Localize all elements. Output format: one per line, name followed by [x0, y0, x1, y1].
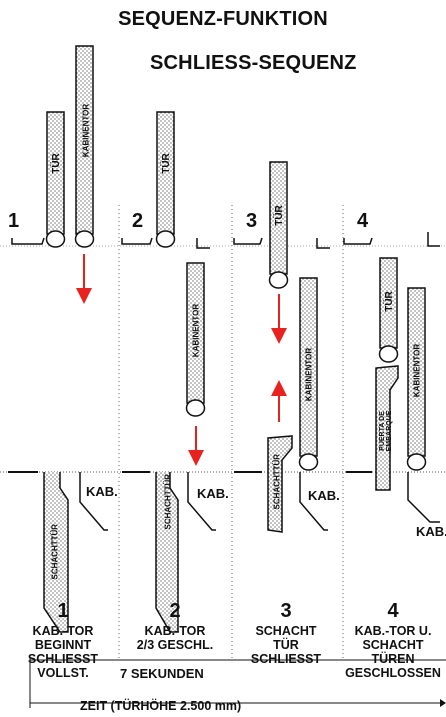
schachttuer-label: SCHACHTTÜR [50, 523, 60, 580]
kab-label: KAB. [308, 488, 340, 503]
kab-sill-icon [187, 472, 216, 531]
step-4-number: 4 [357, 210, 369, 232]
sill-icon [316, 238, 330, 249]
schachttuer-panel [155, 472, 179, 633]
step-1-number: 1 [8, 210, 20, 232]
door-roller-icon [185, 399, 206, 417]
duration-label: 7 SEKUNDEN [120, 666, 204, 681]
door-roller-icon [155, 230, 176, 248]
door-roller-icon [378, 345, 399, 363]
door-roller-icon [268, 271, 289, 289]
step-4-drawing [343, 232, 440, 523]
kabinentor-label: KABINENTOR [304, 347, 314, 402]
sill-icon [427, 232, 440, 247]
sill-icon [343, 237, 373, 245]
schachttuer-label: SCHACHTTÜR [163, 473, 173, 530]
step-3-number: 3 [246, 210, 258, 232]
step-3-drawing [233, 161, 330, 533]
kab-label: KAB. [86, 484, 118, 499]
sill-icon [121, 237, 153, 245]
diagram-title: SEQUENZ-FUNKTION [118, 8, 328, 30]
sill-icon [233, 237, 263, 245]
sill-icon [11, 237, 45, 245]
tuer-label: TÜR [160, 153, 172, 174]
kabinentor-label: KABINENTOR [412, 343, 422, 398]
step-1-drawing [8, 45, 108, 633]
kab-label: KAB. [197, 486, 229, 501]
schachttuer-label: SCHACHTTÜR [272, 453, 282, 510]
kabinentor-label: KABINENTOR [81, 103, 91, 158]
kab-label: KAB. [416, 524, 446, 539]
kab-sill-icon [407, 472, 440, 523]
schachttuer-panel [43, 472, 69, 633]
kabinentor-label: KABINENTOR [191, 303, 201, 358]
step-2-drawing [121, 111, 216, 633]
schachttuer-panel [267, 435, 293, 533]
puerta-label: PUERTA DE EMBARQUE [379, 410, 393, 452]
kab-sill-icon [299, 472, 328, 531]
diagram-subtitle: SCHLIESS-SEQUENZ [150, 52, 357, 74]
tuer-label: TÜR [273, 205, 285, 226]
door-roller-icon [298, 453, 319, 471]
door-roller-icon [45, 230, 66, 248]
door-roller-icon [74, 230, 95, 248]
schachttuer-panel [375, 365, 399, 491]
step-2-number: 2 [132, 210, 144, 232]
sill-icon [196, 238, 210, 249]
door-roller-icon [406, 453, 427, 471]
kab-sill-icon [79, 472, 108, 531]
time-axis-label: ZEIT (TÜRHÖHE 2.500 mm) [80, 699, 242, 713]
tuer-label: TÜR [383, 291, 395, 312]
tuer-label: TÜR [50, 153, 62, 174]
